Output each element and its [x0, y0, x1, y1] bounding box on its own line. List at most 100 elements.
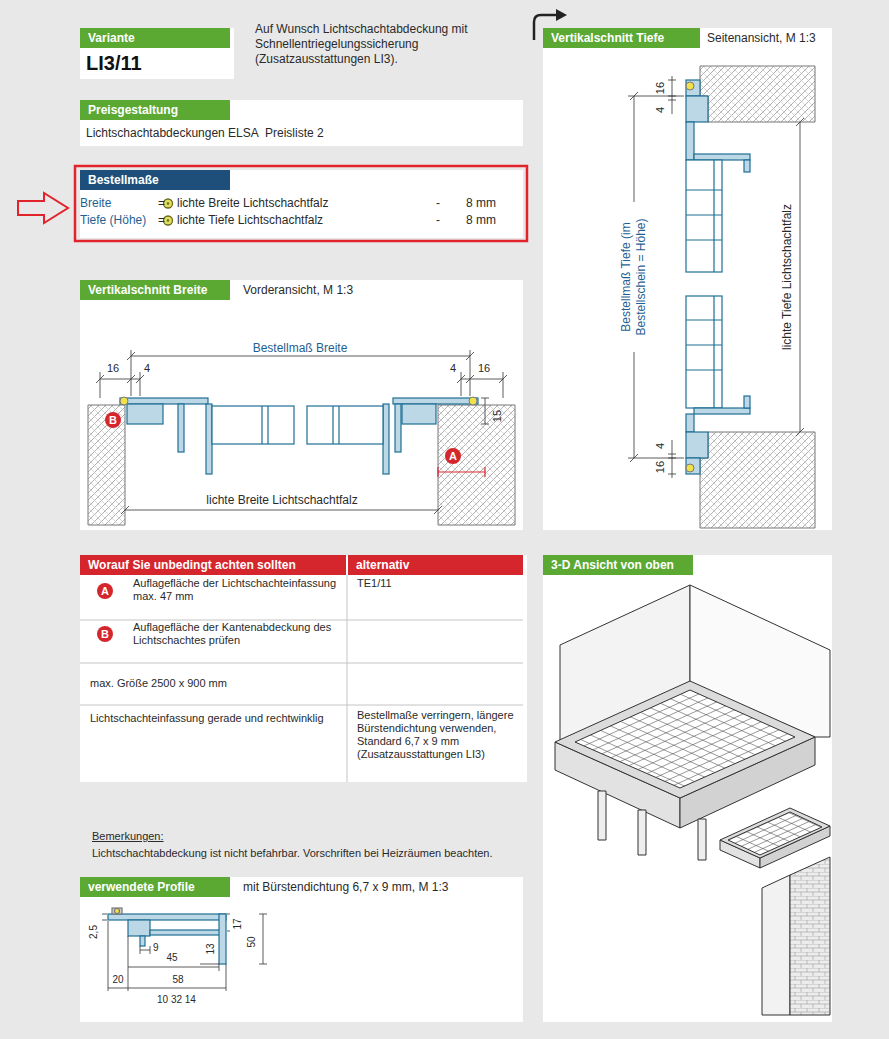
dimension-label: 9	[153, 942, 159, 954]
dimension-label: 4	[144, 362, 150, 375]
profile-section	[686, 160, 722, 272]
isometric-view	[762, 875, 790, 1015]
callout-letter: A	[97, 583, 113, 599]
profile-section	[127, 404, 163, 424]
dimension-label: Bestellmaß Tiefe (im Bestellschein = Höh…	[619, 202, 649, 352]
note-text: Lichtschachtabdeckung ist nicht befahrba…	[92, 846, 532, 860]
label-slot: Bestellmaß Breite	[253, 341, 348, 355]
panel-text: mit Bürstendichtung 6,7 x 9 mm, M 1:3	[243, 880, 448, 894]
profile-drawing	[140, 936, 145, 946]
text-slot: Vertikalschnitt Tiefe	[543, 28, 700, 48]
label-slot: 4	[450, 362, 456, 375]
isometric-view	[728, 812, 822, 855]
wall-section	[88, 405, 125, 525]
label-slot: Lichtschachtabdeckung ist nicht befahrba…	[92, 846, 532, 860]
label-slot: A	[97, 583, 113, 599]
description-text: Auf Wunsch Lichtschachtabdeckung mit Sch…	[255, 22, 470, 67]
text-slot: LI3/11	[86, 51, 142, 75]
label-slot: 10 32 14	[157, 994, 196, 1006]
turn-arrow	[556, 9, 567, 21]
isometric-view	[720, 788, 830, 874]
label-slot: 50	[246, 936, 258, 947]
label-slot: Bemerkungen:	[92, 829, 164, 843]
dimension-label: 4	[654, 443, 667, 449]
dimension-marker	[167, 202, 170, 205]
isometric-view	[790, 857, 830, 1015]
profile-section	[395, 404, 401, 452]
profile-section	[744, 396, 750, 408]
brush-seal	[469, 397, 477, 405]
order-size-text: =	[158, 213, 165, 228]
dimension-label: 16	[654, 461, 667, 473]
label-slot: Auflagefläche der Kantenabdeckung des Li…	[133, 621, 341, 647]
dimension-label: 2,5	[88, 925, 100, 939]
turn-arrow	[534, 15, 558, 40]
dimension-label: 13	[205, 943, 217, 954]
text-slot: verwendete Profile	[80, 877, 230, 897]
text-slot: mit Bürstendichtung 6,7 x 9 mm, M 1:3	[243, 880, 448, 894]
dimension-label: 4	[654, 107, 667, 113]
panel-heading: Variante	[80, 28, 230, 48]
text-slot: Vorderansicht, M 1:3	[243, 283, 353, 297]
profile-section	[120, 398, 208, 404]
label-slot: Tiefe (Höhe)	[80, 213, 146, 228]
label-slot: TE1/11	[357, 577, 392, 590]
label-slot: 4	[144, 362, 150, 375]
highlight-frame	[75, 166, 527, 241]
table-rule	[80, 575, 523, 782]
dimension-line	[102, 914, 267, 991]
table-cell: max. Größe 2500 x 900 mm	[90, 677, 227, 690]
table-rule	[80, 705, 523, 706]
profile-section	[307, 406, 383, 444]
panel-heading: 3-D Ansicht von oben	[543, 555, 693, 575]
brush-seal	[120, 397, 477, 405]
order-size-text: 8 mm	[466, 213, 496, 228]
dimension-label: 10 32 14	[157, 994, 196, 1006]
panel-box: Worauf Sie unbedingt achten solltenalter…	[80, 555, 527, 782]
label-slot: 2,5	[88, 925, 100, 939]
isometric-view	[700, 788, 860, 874]
text-slot: Preisgestaltung	[80, 100, 230, 120]
label-slot: 16	[478, 362, 490, 375]
panel-box: verwendete Profile mit Bürstendichtung 6,…	[80, 877, 523, 1022]
label-slot: 8 mm	[466, 196, 496, 211]
dimension-label: 4	[450, 362, 456, 375]
profile-section	[393, 398, 478, 404]
panel-text: Preisliste 2	[265, 126, 324, 140]
dimension-line	[227, 914, 230, 931]
profile-section	[120, 398, 478, 474]
table-cell: TE1/11	[357, 577, 392, 590]
dimension-label: 17	[232, 918, 244, 929]
isometric-view	[638, 810, 646, 855]
dimension-label: 45	[166, 952, 177, 964]
table-rule	[80, 663, 523, 664]
label-slot: lichte Breite Lichtschachtfalz	[206, 493, 357, 507]
text-slot: Variante	[80, 28, 230, 48]
label-slot: Lichtschachteinfassung gerade und rechtw…	[90, 712, 340, 725]
profile-section	[686, 80, 700, 96]
dimension-label: lichte Tiefe Lichtschachtfalz	[780, 204, 795, 350]
text-slot: Seitenansicht, M 1:3	[707, 31, 816, 45]
label-slot: =	[158, 196, 165, 211]
profile-section	[686, 414, 694, 432]
dimension-line	[127, 350, 474, 396]
dimension-line	[108, 921, 226, 991]
bearing-width-mark	[438, 467, 485, 477]
label-slot: 9	[153, 942, 159, 954]
label-slot: lichte Tiefe Lichtschachtfalz	[177, 213, 323, 228]
label-slot: lichte Tiefe Lichtschachtfalz	[780, 204, 795, 350]
label-slot: 4	[654, 107, 667, 113]
label-slot: 15	[491, 410, 504, 422]
panel-heading: Vertikalschnitt Tiefe	[543, 28, 700, 48]
dimension-marker	[167, 219, 170, 222]
label-slot: 16	[654, 461, 667, 473]
label-slot: max. Größe 2500 x 900 mm	[90, 677, 227, 690]
profile-drawing	[115, 909, 120, 914]
dimension-line	[96, 372, 144, 398]
text-slot: Preisliste 2	[265, 126, 324, 140]
label-slot: Bestellmaße verringern, längere Bürstend…	[357, 709, 520, 761]
dimension-line	[96, 350, 507, 514]
profile-drawing	[219, 914, 226, 964]
profile-section	[178, 404, 184, 452]
